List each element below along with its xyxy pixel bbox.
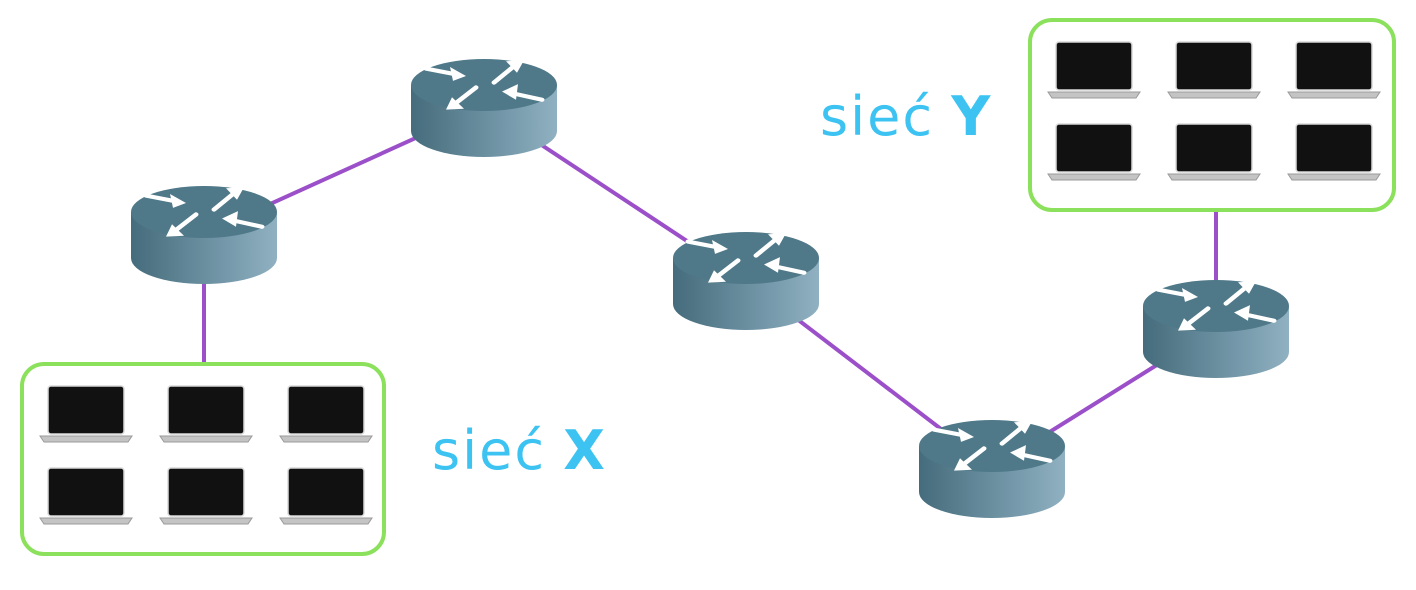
router-icon: [673, 232, 819, 330]
laptop-icon: [1167, 41, 1261, 99]
router-icon: [1143, 280, 1289, 378]
router-icon: [131, 186, 277, 284]
laptop-icon: [1047, 41, 1141, 99]
router-icon: [919, 420, 1065, 518]
router-icon: [411, 59, 557, 157]
laptop-icon: [279, 385, 373, 443]
network-x-prefix: sieć: [432, 419, 547, 482]
laptop-icon: [1287, 123, 1381, 181]
network-x-label: sieć X: [432, 424, 605, 478]
network-y-label: sieć Y: [820, 90, 990, 144]
laptop-icon: [1287, 41, 1381, 99]
network-y-name: Y: [951, 85, 991, 148]
laptop-icon: [1167, 123, 1261, 181]
laptop-icon: [1047, 123, 1141, 181]
network-y-prefix: sieć: [820, 85, 935, 148]
network-x-group: [20, 362, 386, 556]
laptop-icon: [39, 467, 133, 525]
laptop-icon: [279, 467, 373, 525]
laptop-icon: [159, 467, 253, 525]
routers: [131, 59, 1289, 518]
network-y-group: [1028, 18, 1396, 212]
network-groups: [20, 18, 1396, 556]
laptop-icon: [159, 385, 253, 443]
laptop-icon: [39, 385, 133, 443]
network-x-name: X: [563, 419, 605, 482]
